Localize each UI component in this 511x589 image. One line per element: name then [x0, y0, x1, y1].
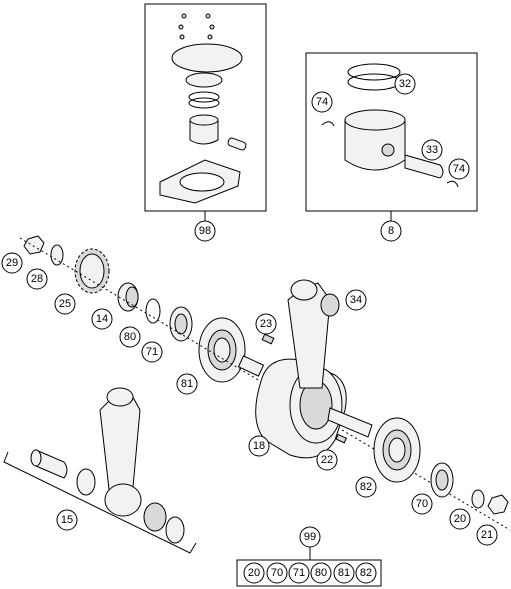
kit-99-box — [236, 559, 382, 587]
svg-text:14: 14 — [96, 313, 108, 325]
kit-item-20: 20 — [243, 562, 265, 584]
svg-text:71: 71 — [293, 567, 305, 579]
callout-23: 23 — [255, 313, 277, 335]
svg-text:33: 33 — [426, 144, 438, 156]
svg-text:15: 15 — [61, 514, 73, 526]
conrod-set — [3, 387, 197, 554]
callout-15: 15 — [56, 509, 78, 531]
svg-text:34: 34 — [350, 294, 362, 306]
svg-text:18: 18 — [253, 440, 265, 452]
svg-text:99: 99 — [304, 531, 316, 543]
svg-text:20: 20 — [248, 567, 260, 579]
svg-text:74: 74 — [316, 96, 328, 108]
left-side-parts — [19, 235, 511, 531]
svg-text:74: 74 — [453, 163, 465, 175]
callout-34: 34 — [345, 289, 367, 311]
svg-text:70: 70 — [416, 498, 428, 510]
callout-22: 22 — [316, 449, 338, 471]
svg-text:8: 8 — [388, 225, 394, 237]
kit-item-70: 70 — [266, 562, 288, 584]
piston-parts — [321, 63, 459, 188]
svg-text:81: 81 — [338, 567, 350, 579]
kit-item-81: 81 — [333, 562, 355, 584]
svg-text:28: 28 — [31, 273, 43, 285]
callout-21: 21 — [476, 524, 498, 546]
callout-25: 25 — [54, 293, 76, 315]
callout-32: 32 — [394, 73, 416, 95]
crankshaft-assembly — [237, 279, 373, 459]
callout-20: 20 — [449, 508, 471, 530]
callout-74-bottom: 74 — [448, 158, 470, 180]
kit-item-71: 71 — [288, 562, 310, 584]
callout-70: 70 — [411, 493, 433, 515]
svg-text:20: 20 — [454, 513, 466, 525]
svg-text:71: 71 — [146, 346, 158, 358]
kit-item-80: 80 — [310, 562, 332, 584]
callout-81: 81 — [176, 373, 198, 395]
callout-33: 33 — [421, 139, 443, 161]
svg-text:82: 82 — [360, 567, 372, 579]
callout-98: 98 — [194, 220, 216, 242]
svg-text:25: 25 — [59, 298, 71, 310]
callout-99: 99 — [299, 526, 321, 548]
callout-14: 14 — [91, 308, 113, 330]
kit-item-82: 82 — [355, 562, 377, 584]
callout-18: 18 — [248, 435, 270, 457]
svg-text:32: 32 — [399, 78, 411, 90]
callout-28: 28 — [26, 268, 48, 290]
callout-71: 71 — [141, 341, 163, 363]
callout-8: 8 — [380, 220, 402, 242]
svg-text:22: 22 — [321, 454, 333, 466]
svg-text:81: 81 — [181, 378, 193, 390]
svg-text:80: 80 — [124, 331, 136, 343]
gasket-set-parts — [159, 13, 247, 204]
svg-text:70: 70 — [271, 567, 283, 579]
svg-text:23: 23 — [260, 318, 272, 330]
callout-74-top: 74 — [311, 91, 333, 113]
svg-text:80: 80 — [315, 567, 327, 579]
right-side-parts — [373, 417, 509, 515]
svg-text:29: 29 — [6, 257, 18, 269]
callout-82: 82 — [355, 476, 377, 498]
callout-29: 29 — [1, 252, 23, 274]
callout-80: 80 — [119, 326, 141, 348]
svg-text:82: 82 — [360, 481, 372, 493]
svg-text:21: 21 — [481, 529, 493, 541]
svg-text:98: 98 — [199, 225, 211, 237]
